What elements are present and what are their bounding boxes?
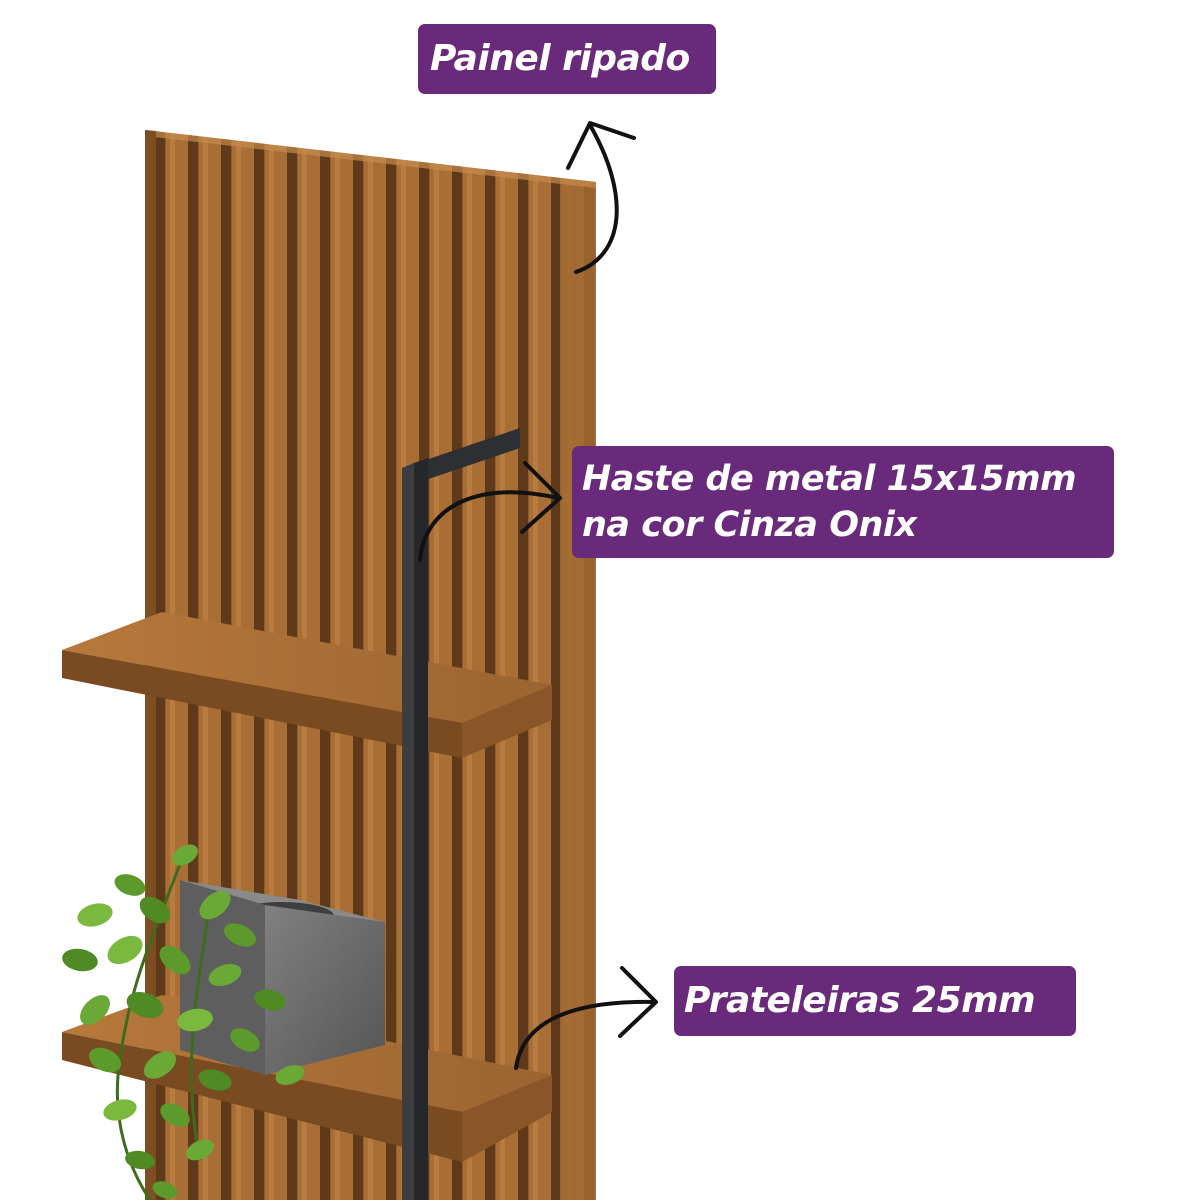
- curved-arrow-icon: [566, 121, 636, 274]
- callout-haste-metal: Haste de metal 15x15mm na cor Cinza Onix: [572, 446, 1114, 558]
- curved-arrow-icon: [514, 966, 658, 1070]
- callout-haste-line1: Haste de metal 15x15mm: [582, 459, 1077, 499]
- callout-painel-ripado: Painel ripado: [418, 24, 716, 94]
- plant-icon: [62, 844, 305, 1200]
- metal-rod: [402, 428, 520, 1200]
- upper-shelf: [62, 612, 552, 758]
- callout-haste-line2: na cor Cinza Onix: [582, 505, 917, 545]
- curved-arrow-icon: [418, 461, 562, 562]
- callout-prateleiras: Prateleiras 25mm: [674, 966, 1076, 1036]
